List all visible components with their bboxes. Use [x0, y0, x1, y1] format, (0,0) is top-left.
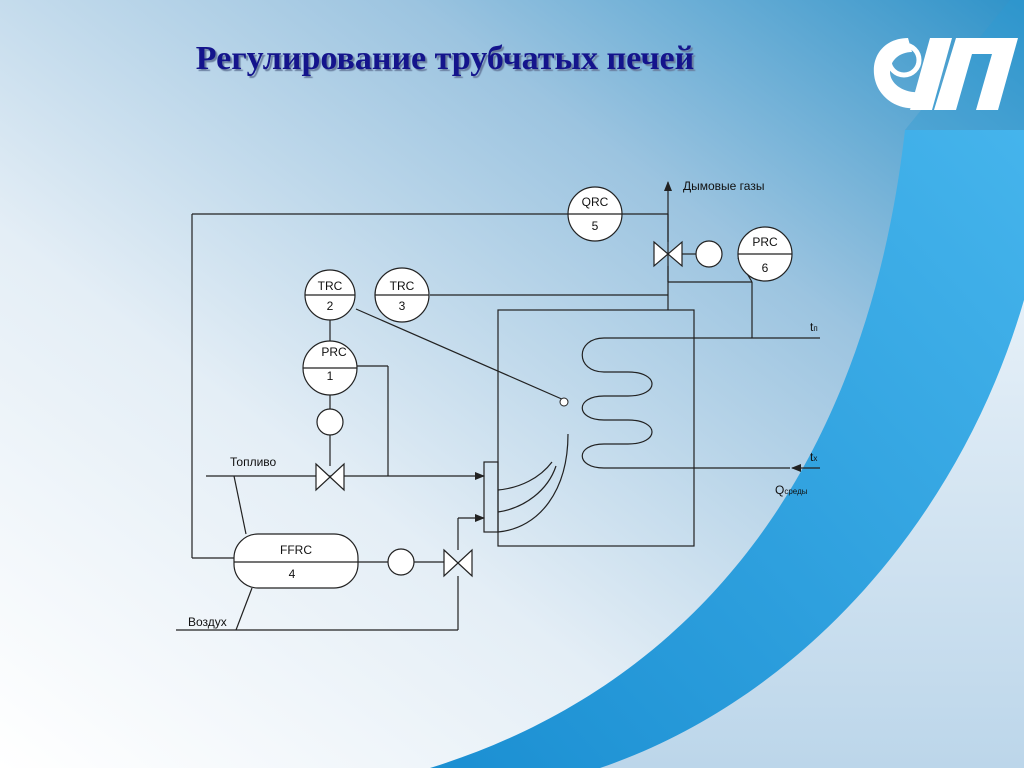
qrc-5-number: 5 — [592, 219, 599, 233]
medium-flow-label: Qсреды — [775, 483, 808, 497]
furnace-box — [497, 309, 695, 547]
prc-6-code: PRC — [752, 235, 778, 249]
trc-3-number: 3 — [399, 299, 406, 313]
prc-1-code: PRC — [321, 345, 347, 359]
fuel-label: Топливо — [230, 455, 277, 469]
trc-3-code: TRC — [390, 279, 415, 293]
slide-title: Регулирование трубчатых печей — [195, 40, 695, 77]
fuel-actuator — [316, 408, 344, 436]
air-valve — [443, 548, 473, 578]
qrc-5-code: QRC — [582, 195, 609, 209]
flue-gas-valve — [653, 240, 683, 268]
flue-gas-label: Дымовые газы — [683, 179, 764, 193]
air-label: Воздух — [188, 615, 227, 629]
prc-6-number: 6 — [762, 261, 769, 275]
outlet-temp-label: tп — [810, 320, 818, 334]
prc-1-number: 1 — [327, 369, 334, 383]
burner — [483, 461, 499, 533]
university-logo — [873, 38, 1018, 110]
inlet-temp-label: tх — [810, 450, 817, 464]
ffrc-4-number: 4 — [289, 567, 296, 581]
coil — [581, 337, 820, 469]
fuel-valve — [315, 462, 345, 492]
trc-2-code: TRC — [318, 279, 343, 293]
trc-2-number: 2 — [327, 299, 334, 313]
flue-gas-actuator — [695, 240, 723, 268]
ffrc-4-code: FFRC — [280, 543, 312, 557]
ffrc-4-instrument — [233, 533, 359, 589]
air-actuator — [387, 548, 415, 576]
